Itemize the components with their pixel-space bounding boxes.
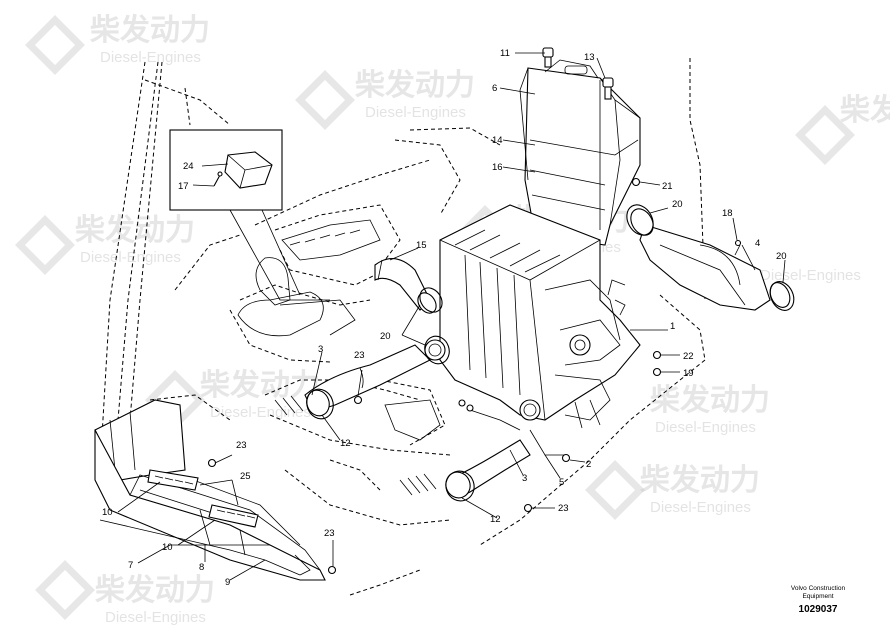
callout-23: 23 xyxy=(236,440,247,451)
callout-22: 22 xyxy=(683,351,694,362)
callout-23: 23 xyxy=(354,350,365,361)
watermark-layer: 柴发动力 Diesel-Engines 柴发动力 Diesel-Engines … xyxy=(15,13,890,626)
watermark-brand-en: Diesel-Engines xyxy=(760,267,861,284)
callout-17: 17 xyxy=(178,181,189,192)
callout-3: 3 xyxy=(522,473,527,484)
callout-20: 20 xyxy=(672,199,683,210)
leader-lines xyxy=(99,52,786,581)
watermark-brand-zh: 柴发动力 xyxy=(75,213,195,248)
watermark-brand-en: Diesel-Engines xyxy=(105,609,206,626)
watermark-brand-zh: 柴发动力 xyxy=(200,368,320,403)
watermark-brand-en: Diesel-Engines xyxy=(210,404,311,421)
watermark-brand-en: Diesel-Engines xyxy=(80,249,181,266)
callout-19: 19 xyxy=(683,368,694,379)
cab-frame-outline xyxy=(99,58,706,596)
callout-23: 23 xyxy=(558,503,569,514)
watermark-brand-en: Diesel-Engines xyxy=(655,419,756,436)
seat-base-outline xyxy=(237,219,441,496)
watermark-brand-en: Diesel-Engines xyxy=(365,104,466,121)
callout-1: 1 xyxy=(670,321,675,332)
watermark-brand-zh: 柴发动力 xyxy=(355,68,475,103)
callout-21: 21 xyxy=(662,181,673,192)
screw-icon xyxy=(213,171,223,187)
cap-icon xyxy=(542,47,554,68)
callout-6: 6 xyxy=(492,83,497,94)
callout-24: 24 xyxy=(183,161,194,172)
watermark-brand-zh: 柴发动力 xyxy=(840,93,890,128)
air-filter-housing xyxy=(519,47,641,246)
company-name-line1: Volvo Construction xyxy=(791,585,846,592)
callout-14: 14 xyxy=(492,135,503,146)
watermark-brand-zh: 柴发动力 xyxy=(95,573,215,608)
drawing-number: 1029037 xyxy=(799,604,838,615)
bolt-icon xyxy=(207,177,680,575)
callout-4: 4 xyxy=(755,238,760,249)
callout-20: 20 xyxy=(380,331,391,342)
callout-9: 9 xyxy=(225,577,230,588)
callout-18: 18 xyxy=(722,208,733,219)
watermark-brand-zh: 柴发动力 xyxy=(640,463,760,498)
callout-23: 23 xyxy=(324,528,335,539)
callout-12: 12 xyxy=(490,514,501,525)
heater-unit xyxy=(424,204,641,456)
vent-grille-icon xyxy=(147,469,199,491)
watermark-brand-en: Diesel-Engines xyxy=(100,49,201,66)
watermark-brand-en: Diesel-Engines xyxy=(650,499,751,516)
callout-11: 11 xyxy=(500,48,510,59)
watermark-brand-zh: 柴发动力 xyxy=(90,13,210,48)
callout-16: 16 xyxy=(492,162,503,173)
callout-25: 25 xyxy=(240,471,251,482)
hose-clamp-icon xyxy=(306,204,795,502)
callout-labels: 11 13 6 14 16 24 17 21 20 18 4 20 15 20 … xyxy=(102,48,787,588)
callout-8: 8 xyxy=(199,562,204,573)
cap-icon xyxy=(602,77,614,100)
interior-light-icon xyxy=(224,151,273,189)
callout-15: 15 xyxy=(416,240,427,251)
callout-13: 13 xyxy=(584,52,595,63)
callout-5: 5 xyxy=(559,477,564,488)
watermark-brand-zh: 柴发动力 xyxy=(650,383,770,418)
floor-duct-assembly xyxy=(94,399,326,581)
duct-assembly-right xyxy=(630,208,791,311)
callout-20: 20 xyxy=(776,251,787,262)
hose-lower xyxy=(445,439,531,499)
company-name-line2: Equipment xyxy=(802,593,833,600)
hose-middle xyxy=(304,344,431,417)
detail-inset-box xyxy=(169,129,330,301)
callout-10: 10 xyxy=(162,542,173,553)
vent-grille-icon xyxy=(208,504,259,528)
callout-10: 10 xyxy=(102,507,113,518)
callout-2: 2 xyxy=(586,459,591,470)
callout-7: 7 xyxy=(128,560,133,571)
callout-12: 12 xyxy=(340,438,351,449)
hose-upper xyxy=(374,258,437,314)
drawing-footer: Volvo Construction Equipment 1029037 xyxy=(791,585,846,615)
callout-3: 3 xyxy=(318,344,323,355)
